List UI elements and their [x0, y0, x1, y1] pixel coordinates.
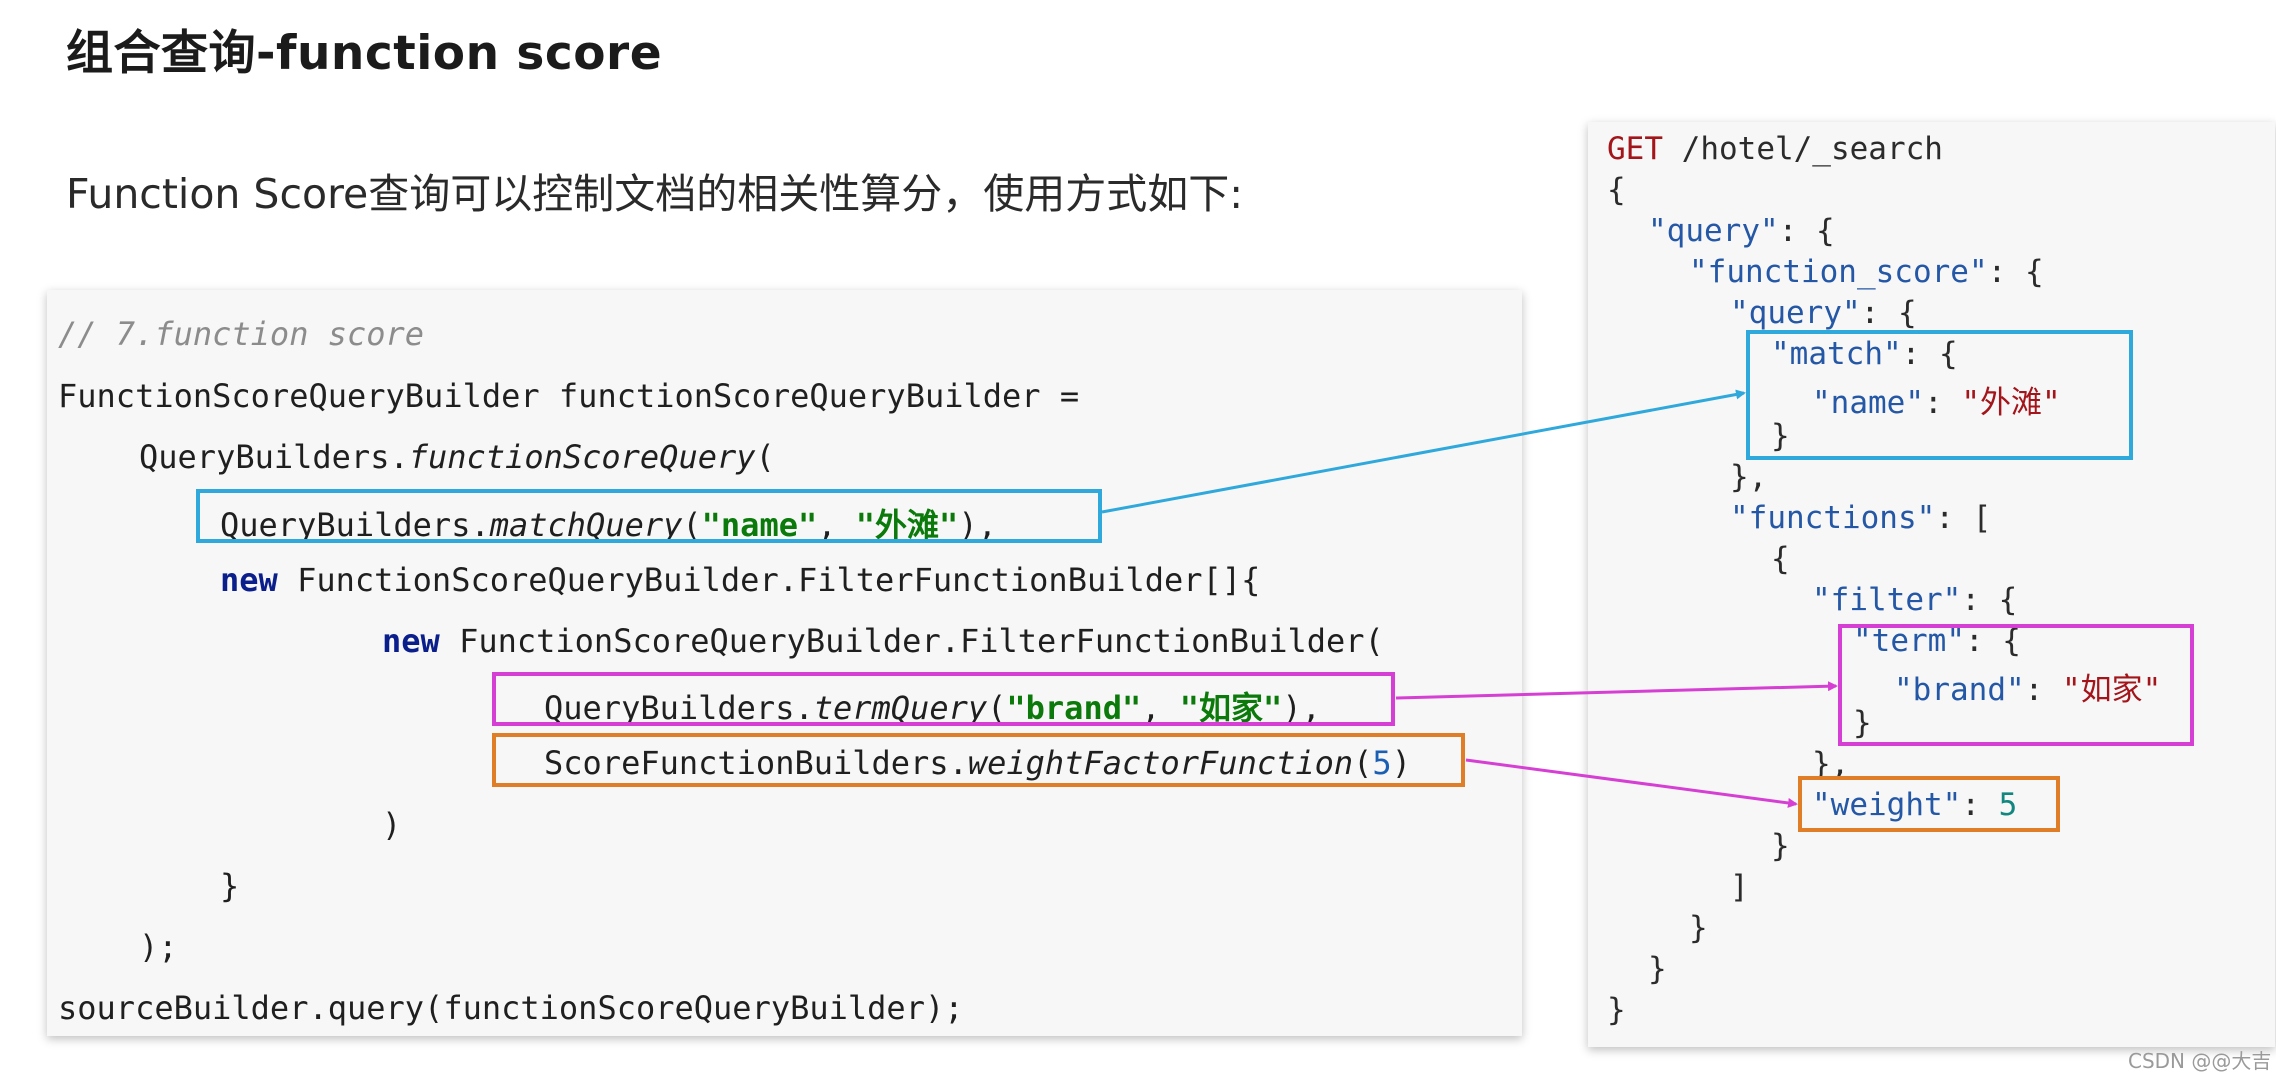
json-line: }	[1771, 418, 1790, 454]
code-line-match-query: QueryBuilders.matchQuery("name", "外滩"),	[220, 506, 997, 544]
json-weight-highlight	[1798, 776, 2060, 832]
json-line: }	[1771, 828, 1790, 864]
json-line: "filter": {	[1812, 582, 2018, 618]
json-line: }	[1648, 951, 1667, 987]
json-line: "term": {	[1853, 623, 2021, 659]
code-line-close-statement: );	[139, 928, 178, 966]
code-line-source-builder: sourceBuilder.query(functionScoreQueryBu…	[58, 989, 964, 1027]
json-line: }	[1853, 705, 1872, 741]
java-weight-function-highlight	[492, 733, 1465, 787]
code-line-builder-decl: FunctionScoreQueryBuilder functionScoreQ…	[58, 377, 1080, 415]
json-line: "query": {	[1730, 295, 1917, 331]
code-line-function-score-query: QueryBuilders.functionScoreQuery(	[139, 438, 775, 476]
json-match-highlight	[1746, 330, 2133, 460]
json-request-line: GET /hotel/_search	[1607, 131, 1943, 167]
json-line: "query": {	[1648, 213, 1835, 249]
page-subtitle: Function Score查询可以控制文档的相关性算分，使用方式如下:	[66, 170, 1244, 218]
page-title: 组合查询-function score	[66, 26, 663, 81]
json-line: }	[1607, 992, 1626, 1028]
code-line-close-brace: }	[220, 867, 240, 905]
json-line: {	[1607, 172, 1626, 208]
json-line: ]	[1730, 869, 1749, 905]
java-term-query-highlight	[492, 672, 1395, 726]
json-dsl-panel	[1588, 122, 2275, 1047]
code-line-term-query: QueryBuilders.termQuery("brand", "如家"),	[544, 689, 1321, 727]
watermark: CSDN @@大吉	[2128, 1049, 2272, 1073]
code-line-close-paren: )	[382, 806, 402, 844]
json-line: "name": "外滩"	[1812, 385, 2061, 421]
code-line-filter-function-array: new FunctionScoreQueryBuilder.FilterFunc…	[220, 561, 1261, 599]
json-line: },	[1730, 459, 1768, 495]
code-line-filter-function-builder: new FunctionScoreQueryBuilder.FilterFunc…	[382, 622, 1384, 660]
json-line: }	[1689, 910, 1708, 946]
json-line: "function_score": {	[1689, 254, 2044, 290]
json-line: "functions": [	[1730, 500, 1992, 536]
json-line: "match": {	[1771, 336, 1958, 372]
json-term-highlight	[1838, 624, 2194, 746]
code-comment: // 7.function score	[58, 315, 425, 353]
code-line-weight-factor: ScoreFunctionBuilders.weightFactorFuncti…	[544, 744, 1411, 782]
json-line: "brand": "如家"	[1894, 672, 2162, 708]
json-line: "weight": 5	[1812, 787, 2018, 823]
java-match-query-highlight	[196, 489, 1102, 543]
json-line: {	[1771, 541, 1790, 577]
